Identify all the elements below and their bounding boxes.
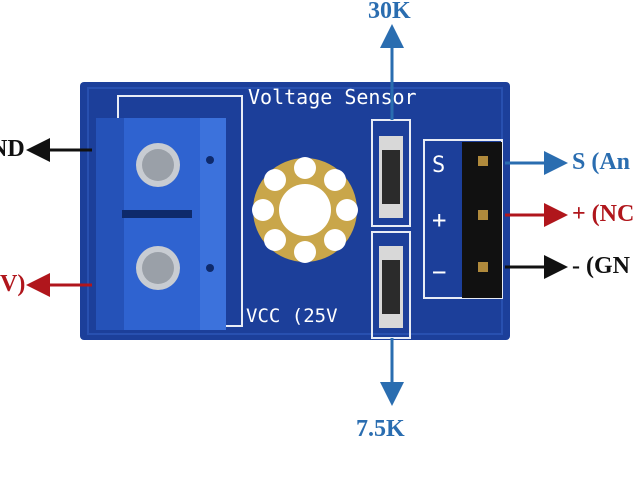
pin-label-plus: + xyxy=(432,206,446,234)
label-signal: S (An xyxy=(572,149,631,175)
pin-label-s: S xyxy=(432,153,445,178)
screw-terminal xyxy=(96,118,226,330)
label-vcc-left: V) xyxy=(0,271,26,297)
pin-label-minus: − xyxy=(432,258,446,286)
resistor-7-5k xyxy=(371,231,411,339)
resistor-30k xyxy=(371,119,411,227)
label-plus: + (NC xyxy=(572,201,635,227)
label-30k: 30K xyxy=(368,0,411,24)
vcc-label: VCC (25V xyxy=(246,305,338,327)
label-gnd-left: ND xyxy=(0,136,25,162)
pin-header xyxy=(462,142,502,298)
label-7-5k: 7.5K xyxy=(356,416,405,442)
mounting-hole xyxy=(252,157,358,263)
label-minus: - (GN xyxy=(572,253,630,279)
board-title: Voltage Sensor xyxy=(248,85,417,109)
